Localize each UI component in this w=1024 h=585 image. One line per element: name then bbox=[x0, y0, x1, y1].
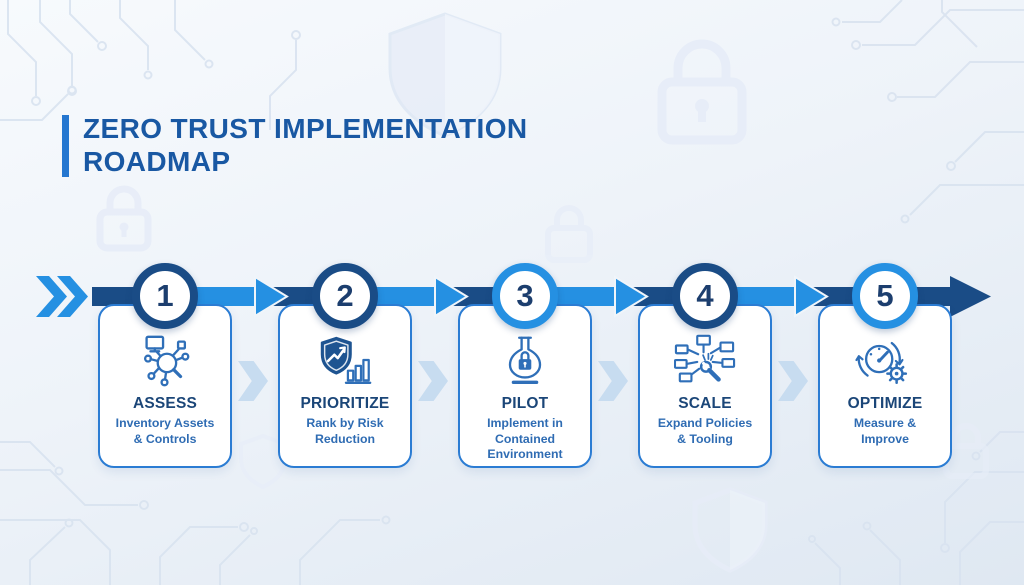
pale-chevron-icon bbox=[598, 361, 628, 401]
step-description: Measure & Improve bbox=[853, 416, 917, 446]
step-card-assess: ASSESS Inventory Assets & Controls bbox=[98, 304, 232, 468]
step-card-pilot: PILOT Implement in Contained Environment bbox=[458, 304, 592, 468]
step-number: 5 bbox=[876, 278, 894, 313]
step-circle-3: 3 bbox=[492, 263, 558, 329]
step-number: 2 bbox=[336, 278, 354, 313]
timeline-arrowhead bbox=[254, 275, 289, 318]
flask-lock-icon bbox=[508, 336, 542, 384]
step-circle-2: 2 bbox=[312, 263, 378, 329]
step-heading: SCALE bbox=[678, 395, 732, 412]
shield-watermark-bottom-center bbox=[692, 487, 768, 573]
step-heading: PRIORITIZE bbox=[300, 395, 390, 412]
step-circle-4: 4 bbox=[672, 263, 738, 329]
step-card-optimize: OPTIMIZE Measure & Improve bbox=[818, 304, 952, 468]
step-description: Rank by Risk Reduction bbox=[306, 416, 384, 446]
lock-watermark-top bbox=[657, 39, 747, 145]
timeline-arrowhead bbox=[794, 275, 829, 318]
step-heading: ASSESS bbox=[132, 395, 198, 412]
step-heading: PILOT bbox=[501, 395, 549, 412]
step-circle-1: 1 bbox=[132, 263, 198, 329]
page-title-line-1: ZERO TRUST IMPLEMENTATION bbox=[83, 113, 528, 144]
step-card-prioritize: PRIORITIZE Rank by Risk Reduction bbox=[278, 304, 412, 468]
timeline-arrowhead bbox=[614, 275, 649, 318]
timeline-arrowhead bbox=[434, 275, 469, 318]
lock-watermark-bottom-right-small bbox=[943, 423, 989, 479]
pale-chevron-icon bbox=[778, 361, 808, 401]
circuit-traces-top-left bbox=[0, 0, 301, 130]
step-number: 4 bbox=[696, 278, 714, 313]
pale-chevron-icon bbox=[418, 361, 448, 401]
timeline-start-chevrons bbox=[36, 276, 88, 317]
shield-trend-chart-icon bbox=[320, 336, 372, 384]
page-title-line-2: ROADMAP bbox=[83, 146, 231, 177]
title-accent-bar bbox=[62, 115, 69, 177]
timeline-end-arrowhead bbox=[950, 276, 991, 317]
step-description: Implement in Contained Environment bbox=[487, 416, 563, 462]
network-wrench-icon bbox=[674, 334, 736, 383]
pale-chevron-icon bbox=[238, 361, 268, 401]
step-number: 1 bbox=[156, 278, 174, 313]
step-description: Expand Policies & Tooling bbox=[657, 416, 753, 446]
page-title: ZERO TRUST IMPLEMENTATION ROADMAP bbox=[83, 112, 528, 178]
step-card-scale: SCALE Expand Policies & Tooling bbox=[638, 304, 772, 468]
circuit-traces-top-right bbox=[831, 0, 1024, 224]
gauge-gear-icon bbox=[855, 341, 908, 385]
step-heading: OPTIMIZE bbox=[847, 395, 923, 412]
step-circle-5: 5 bbox=[852, 263, 918, 329]
title-block: ZERO TRUST IMPLEMENTATION ROADMAP bbox=[62, 112, 528, 178]
step-description: Inventory Assets & Controls bbox=[115, 416, 215, 446]
lock-watermark-left-small bbox=[96, 185, 152, 252]
step-number: 3 bbox=[516, 278, 534, 313]
network-audit-magnifier-icon bbox=[143, 335, 190, 387]
lock-watermark-center-small bbox=[545, 205, 593, 263]
